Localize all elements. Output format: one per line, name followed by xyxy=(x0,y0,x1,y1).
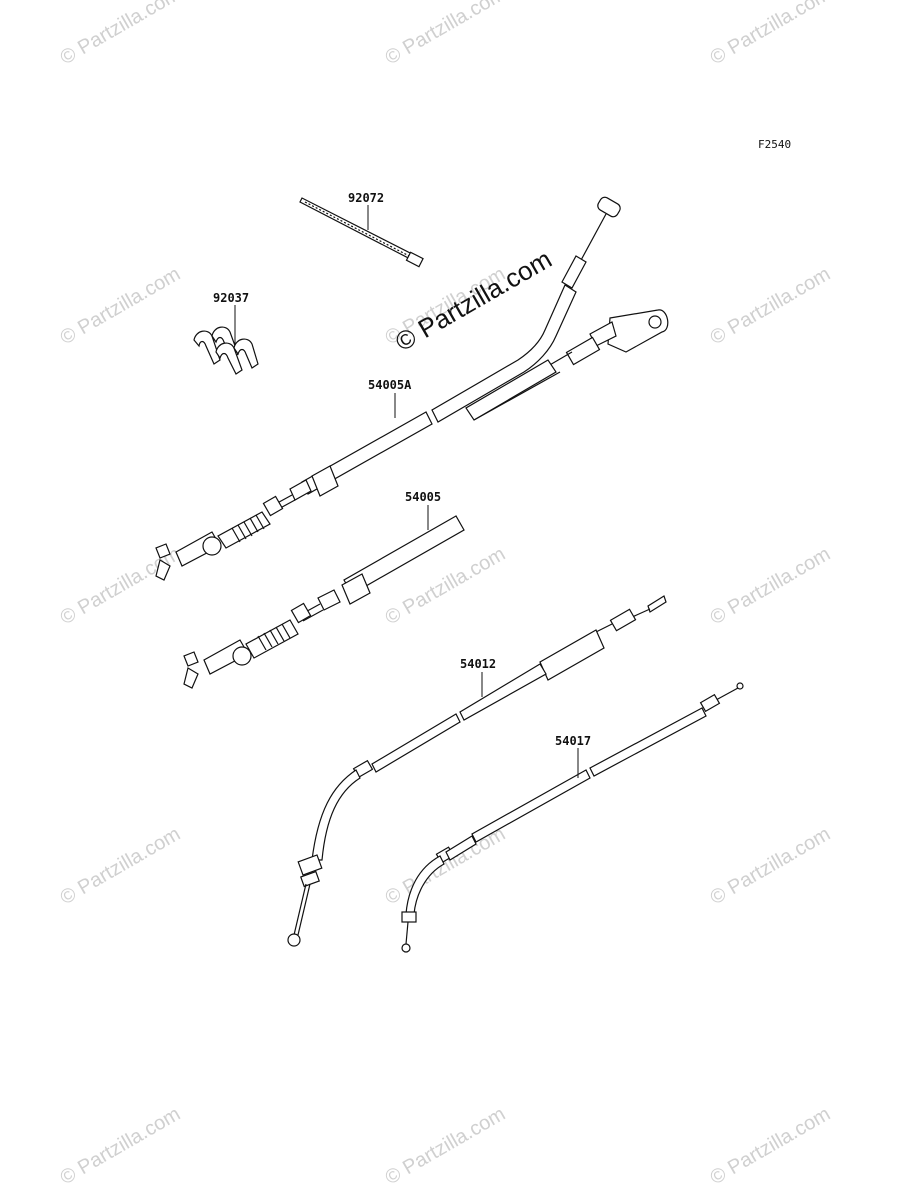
cable-tie-drawing xyxy=(299,197,424,268)
cable-54017-drawing xyxy=(401,682,744,953)
clamp-drawing xyxy=(193,326,259,375)
watermark-text: © Partzilla.com xyxy=(707,543,835,629)
part-label-54017: 54017 xyxy=(555,734,591,748)
watermark-text: © Partzilla.com xyxy=(382,1103,510,1189)
watermark-text: © Partzilla.com xyxy=(707,823,835,909)
watermark-text: © Partzilla.com xyxy=(57,823,185,909)
cable-54005a-drawing xyxy=(155,196,621,581)
part-label-54005a: 54005A xyxy=(368,378,412,392)
cable-54012-drawing xyxy=(287,595,667,947)
watermark-text: © Partzilla.com xyxy=(707,263,835,349)
part-label-54012: 54012 xyxy=(460,657,496,671)
watermark-text: © Partzilla.com xyxy=(57,1103,185,1189)
part-label-92072: 92072 xyxy=(348,191,384,205)
watermark-text: © Partzilla.com xyxy=(382,0,510,69)
part-label-92037: 92037 xyxy=(213,291,249,305)
watermark-text: © Partzilla.com xyxy=(57,0,185,69)
watermark-text: © Partzilla.com xyxy=(707,0,835,69)
watermark-text: © Partzilla.com xyxy=(382,823,510,909)
watermark-text: © Partzilla.com xyxy=(707,1103,835,1189)
figure-id: F2540 xyxy=(758,138,791,151)
cable-54005-drawing xyxy=(183,309,669,689)
watermark-layer: © Partzilla.com © Partzilla.com © Partzill… xyxy=(57,0,835,1189)
watermark-text: © Partzilla.com xyxy=(57,263,185,349)
part-label-54005: 54005 xyxy=(405,490,441,504)
